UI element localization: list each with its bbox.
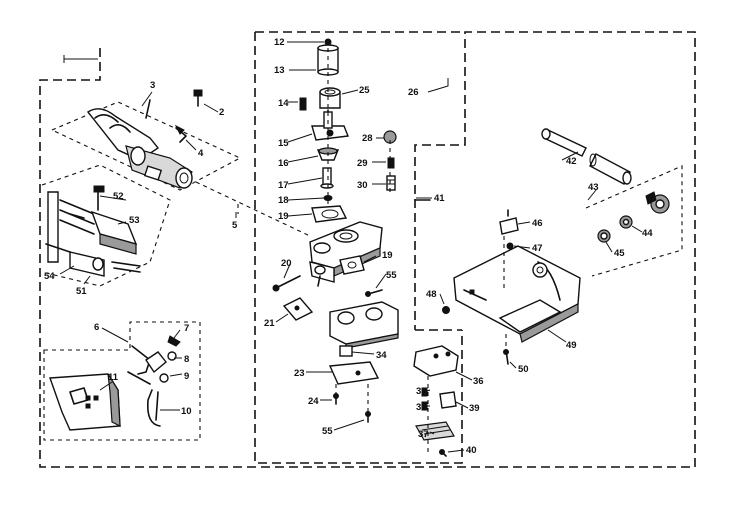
label-part-29: 29 xyxy=(357,158,368,169)
label-part-54: 54 xyxy=(44,271,55,282)
label-part-50: 50 xyxy=(518,364,529,375)
label-part-28: 28 xyxy=(362,133,373,144)
label-part-33: 33 xyxy=(416,386,427,397)
label-part-55-upper: 55 xyxy=(386,270,397,281)
part-labels: 3 2 4 5 52 53 54 51 6 7 8 9 10 11 12 13 … xyxy=(44,37,653,456)
label-part-18: 18 xyxy=(278,195,289,206)
label-part-15: 15 xyxy=(278,138,289,149)
valve-assembly-frame xyxy=(254,31,465,464)
tube-parts xyxy=(541,128,632,185)
alignment-lines xyxy=(195,48,507,452)
label-part-3: 3 xyxy=(150,80,155,91)
label-part-25: 25 xyxy=(359,85,370,96)
leader-lines xyxy=(59,41,643,453)
label-part-52: 52 xyxy=(113,191,124,202)
valve-fittings-group xyxy=(585,165,683,277)
label-part-38: 38 xyxy=(416,402,427,413)
label-part-21: 21 xyxy=(264,318,275,329)
pilot-bracket-assembly xyxy=(41,164,171,287)
label-part-17: 17 xyxy=(278,180,289,191)
label-part-11: 11 xyxy=(108,372,119,383)
label-part-13: 13 xyxy=(274,65,285,76)
label-part-30: 30 xyxy=(357,180,368,191)
label-part-55-lower: 55 xyxy=(322,426,333,437)
label-part-4: 4 xyxy=(198,148,204,159)
label-part-7: 7 xyxy=(184,323,189,334)
label-part-6: 6 xyxy=(94,322,99,333)
label-part-37: 37 xyxy=(418,429,429,440)
label-part-26: 26 xyxy=(408,87,419,98)
label-part-43: 43 xyxy=(588,182,599,193)
label-part-44: 44 xyxy=(642,228,653,239)
label-part-53: 53 xyxy=(129,215,140,226)
outer-frame xyxy=(39,31,696,468)
label-part-9: 9 xyxy=(184,371,189,382)
label-part-45: 45 xyxy=(614,248,625,259)
thermocouple-bracket-assembly xyxy=(43,321,201,441)
label-part-39: 39 xyxy=(469,403,480,414)
label-part-24: 24 xyxy=(308,396,319,407)
label-part-14: 14 xyxy=(278,98,289,109)
label-part-19-upper: 19 xyxy=(278,211,289,222)
burner-assembly xyxy=(50,89,242,191)
label-part-10: 10 xyxy=(181,406,192,417)
label-part-34: 34 xyxy=(376,350,387,361)
label-part-51: 51 xyxy=(76,286,87,297)
label-part-47: 47 xyxy=(532,243,543,254)
label-part-46: 46 xyxy=(532,218,543,229)
label-part-8: 8 xyxy=(184,354,189,365)
label-part-20: 20 xyxy=(281,258,292,269)
label-part-49: 49 xyxy=(566,340,577,351)
label-part-12: 12 xyxy=(274,37,285,48)
valve-parts xyxy=(272,38,459,457)
label-part-5: 5 xyxy=(232,220,238,231)
label-part-36: 36 xyxy=(473,376,484,387)
mounting-bracket xyxy=(442,209,581,365)
label-part-40: 40 xyxy=(466,445,477,456)
label-part-42: 42 xyxy=(566,156,577,167)
label-part-16: 16 xyxy=(278,158,289,169)
label-part-41: 41 xyxy=(434,193,445,204)
label-part-48: 48 xyxy=(426,289,437,300)
label-part-23: 23 xyxy=(294,368,305,379)
label-part-19-side: 19 xyxy=(382,250,393,261)
label-part-2: 2 xyxy=(219,107,224,118)
